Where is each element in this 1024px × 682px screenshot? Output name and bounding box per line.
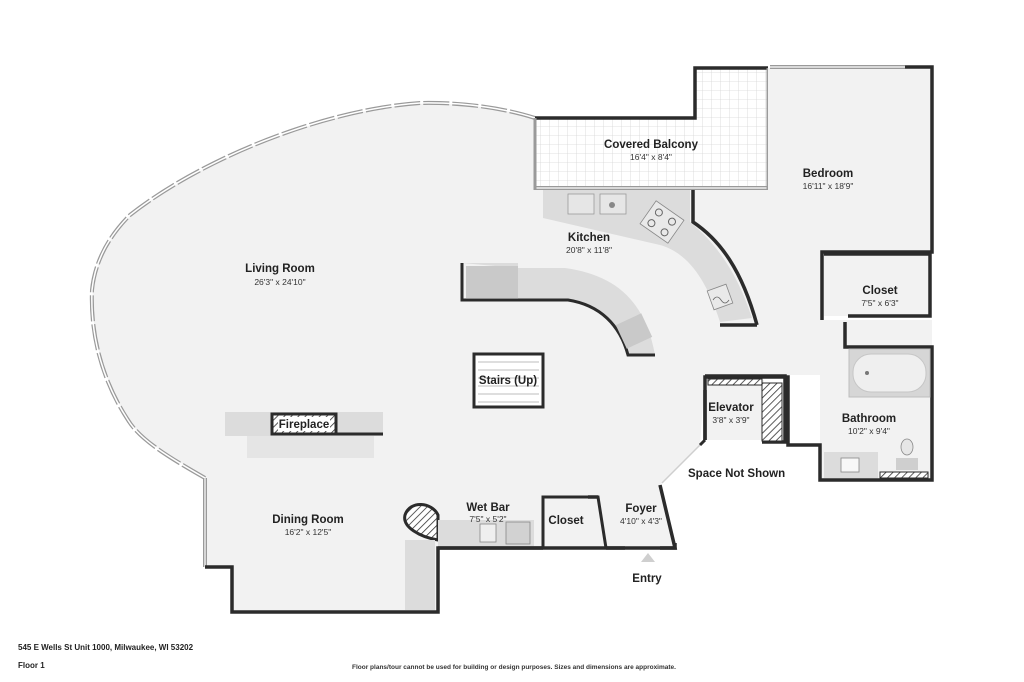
- elevator-label: Elevator: [708, 402, 754, 414]
- bedroom-label: Bedroom: [803, 168, 853, 180]
- stairs-label: Stairs (Up): [479, 375, 537, 387]
- entry-closet-floor: [543, 498, 598, 546]
- bathroom-label: Bathroom: [842, 413, 896, 425]
- dining-column: [403, 503, 440, 542]
- foyer-dims: 4'10" x 4'3": [620, 516, 662, 526]
- kitchen-counters: [543, 190, 752, 322]
- entry-arrow-icon: [641, 553, 655, 562]
- covered-balcony-area: [535, 68, 768, 190]
- wet-bar-label: Wet Bar: [466, 502, 510, 514]
- bedroom-closet-dims: 7'5" x 6'3": [861, 298, 898, 308]
- balcony-wall: [535, 66, 768, 120]
- foyer-label: Foyer: [625, 503, 657, 515]
- space-not-shown-label: Space Not Shown: [688, 468, 785, 480]
- entry-closet-label: Closet: [548, 515, 583, 527]
- covered-balcony-label: Covered Balcony: [604, 139, 699, 151]
- living-room-dims: 26'3" x 24'10": [254, 277, 305, 287]
- bedroom-floor: [693, 68, 932, 325]
- bathroom-dims: 10'2" x 9'4": [848, 426, 890, 436]
- dining-room-label: Dining Room: [272, 514, 344, 526]
- elevator-shaft: [707, 380, 764, 440]
- bedroom-closet-floor: [824, 254, 930, 316]
- floor-label: Floor 1: [18, 661, 45, 670]
- wet-bar-dims: 7'5" x 5'2": [469, 514, 506, 524]
- disclaimer-text: Floor plans/tour cannot be used for buil…: [352, 664, 676, 671]
- elevator-dims: 3'8" x 3'9": [712, 415, 749, 425]
- covered-balcony-dims: 16'4" x 8'4": [630, 152, 672, 162]
- entry-label: Entry: [632, 573, 662, 585]
- bedroom-dims: 16'11" x 18'9": [803, 181, 854, 191]
- kitchen-island: [462, 263, 655, 355]
- living-room-label: Living Room: [245, 263, 315, 275]
- kitchen-dims: 20'8" x 11'8": [566, 245, 612, 255]
- bedroom-walls: [820, 65, 934, 322]
- toilet-icon: [896, 438, 918, 470]
- dining-room-dims: 16'2" x 12'5": [285, 527, 332, 537]
- kitchen-label: Kitchen: [568, 232, 610, 244]
- stairs-block: [472, 352, 545, 409]
- fireplace-label: Fireplace: [279, 419, 330, 431]
- foyer-walls: [588, 484, 678, 550]
- property-address: 545 E Wells St Unit 1000, Milwaukee, WI …: [18, 643, 194, 652]
- bedroom-closet-label: Closet: [862, 285, 897, 297]
